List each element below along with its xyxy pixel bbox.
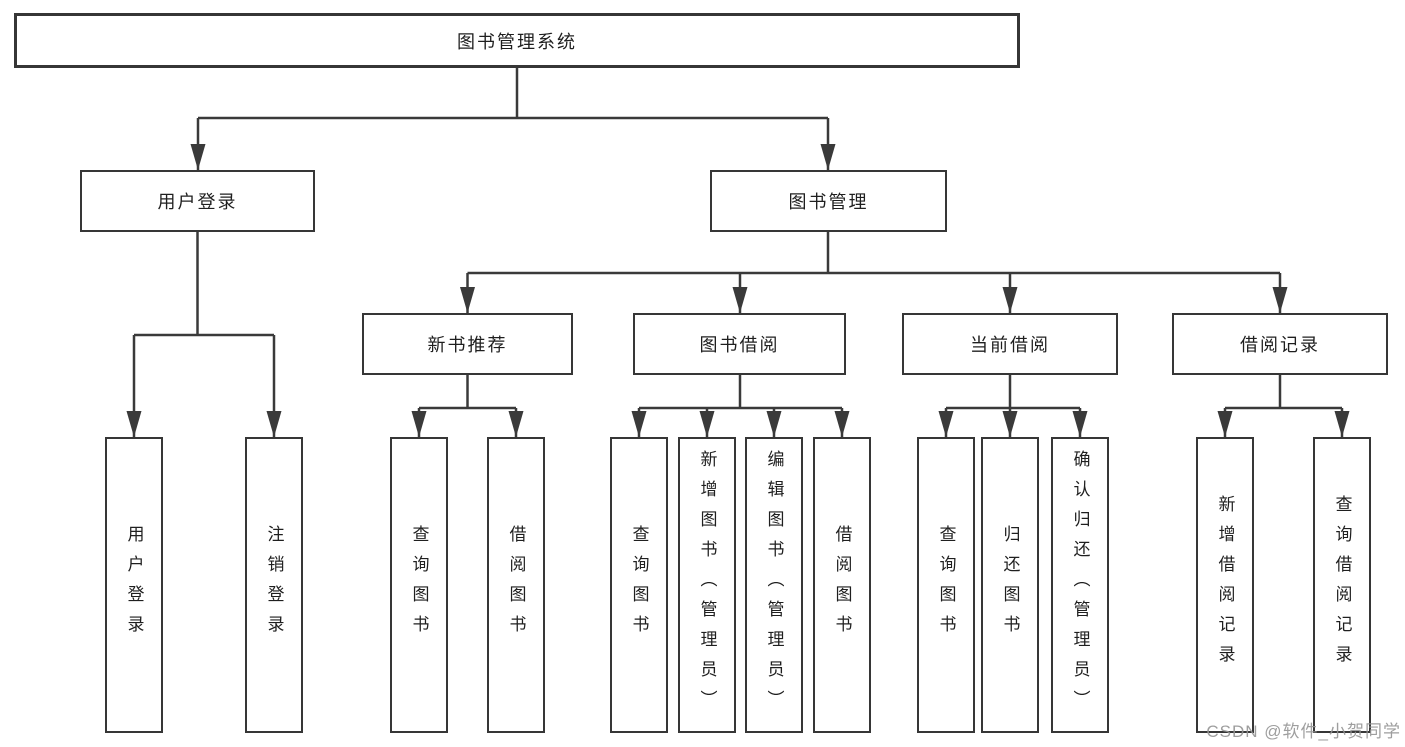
- leaf-label: 用户登录: [124, 525, 144, 645]
- node-user-login: 用户登录: [80, 170, 315, 232]
- leaf-label: 查询借阅记录: [1332, 495, 1352, 675]
- leaf-edit-books-admin: 编辑图书（管理员）: [745, 437, 803, 733]
- leaf-query-books-current: 查询图书: [917, 437, 975, 733]
- leaf-return-books: 归还图书: [981, 437, 1039, 733]
- leaf-label: 新增图书（管理员）: [697, 450, 717, 720]
- leaf-label: 确认归还（管理员）: [1070, 450, 1090, 720]
- leaf-user-login: 用户登录: [105, 437, 163, 733]
- leaf-query-books-borrow: 查询图书: [610, 437, 668, 733]
- leaf-label: 借阅图书: [506, 525, 526, 645]
- node-current-borrowing: 当前借阅: [902, 313, 1118, 375]
- leaf-borrow-books-recommend: 借阅图书: [487, 437, 545, 733]
- leaf-borrow-books: 借阅图书: [813, 437, 871, 733]
- node-new-book-recommendation: 新书推荐: [362, 313, 573, 375]
- leaf-label: 查询图书: [409, 525, 429, 645]
- leaf-label: 归还图书: [1000, 525, 1020, 645]
- leaf-confirm-return-admin: 确认归还（管理员）: [1051, 437, 1109, 733]
- leaf-label: 借阅图书: [832, 525, 852, 645]
- node-book-management: 图书管理: [710, 170, 947, 232]
- leaf-label: 查询图书: [629, 525, 649, 645]
- leaf-logout: 注销登录: [245, 437, 303, 733]
- leaf-label: 查询图书: [936, 525, 956, 645]
- leaf-label: 新增借阅记录: [1215, 495, 1235, 675]
- csdn-watermark: CSDN @软件_小贺同学: [1206, 722, 1401, 741]
- leaf-add-books-admin: 新增图书（管理员）: [678, 437, 736, 733]
- node-library-management-system: 图书管理系统: [14, 13, 1020, 68]
- node-book-borrowing: 图书借阅: [633, 313, 846, 375]
- leaf-query-books-recommend: 查询图书: [390, 437, 448, 733]
- leaf-label: 注销登录: [264, 525, 284, 645]
- leaf-query-borrow-record: 查询借阅记录: [1313, 437, 1371, 733]
- leaf-add-borrow-record: 新增借阅记录: [1196, 437, 1254, 733]
- node-borrowing-records: 借阅记录: [1172, 313, 1388, 375]
- leaf-label: 编辑图书（管理员）: [764, 450, 784, 720]
